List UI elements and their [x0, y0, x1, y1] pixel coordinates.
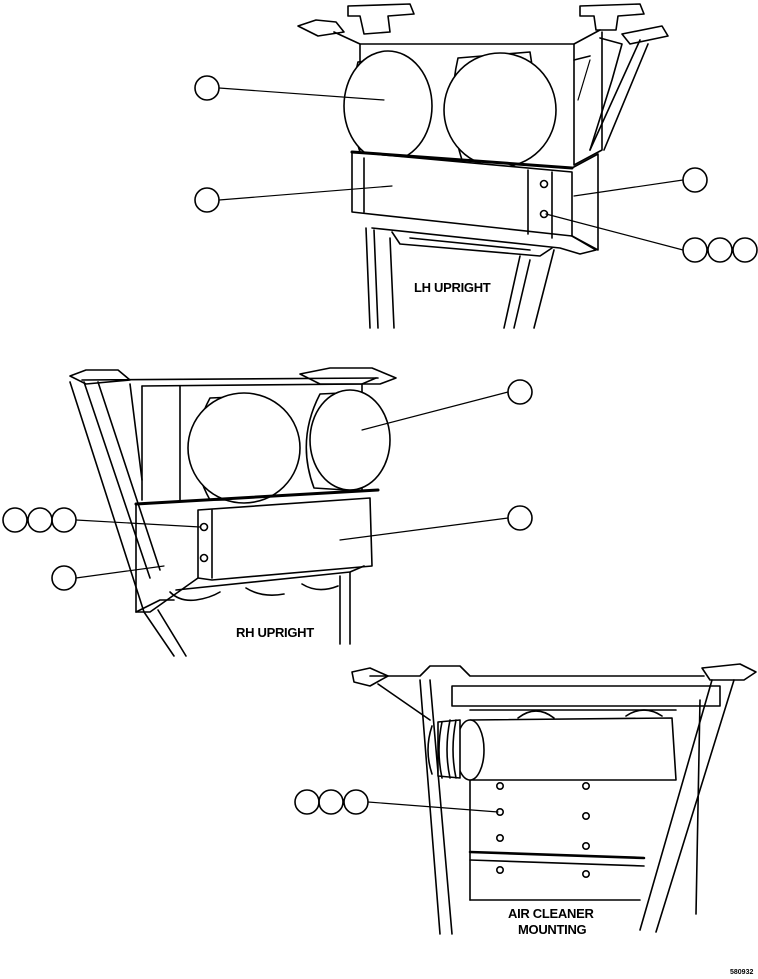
lh-callout-hardware-1	[682, 237, 708, 263]
air-cleaner-caption-line2: MOUNTING	[518, 922, 587, 937]
mount-callout-hardware-2	[318, 789, 344, 815]
mount-callout-hardware-1	[294, 789, 320, 815]
lh-upright-caption: LH UPRIGHT	[414, 280, 491, 295]
rh-bolt-lower	[199, 553, 209, 563]
figure-number: 580932	[730, 969, 753, 976]
rh-callout-bracket	[51, 565, 77, 591]
rh-callout-hardware-3	[51, 507, 77, 533]
lh-bolt-upper	[539, 179, 549, 189]
mounting-holes	[495, 781, 590, 878]
rh-callout-strap	[507, 505, 533, 531]
air-cleaner-caption-line1: AIR CLEANER	[508, 906, 594, 921]
rh-callout-hardware-1	[2, 507, 28, 533]
lh-callout-strap	[194, 187, 220, 213]
rh-callout-filter	[507, 379, 533, 405]
rh-filter-canister-right	[305, 389, 391, 491]
rh-callout-hardware-2	[27, 507, 53, 533]
lh-callout-hardware-3	[732, 237, 758, 263]
lh-upright-view	[194, 3, 758, 329]
lh-callout-hardware-2	[707, 237, 733, 263]
rh-upright-caption: RH UPRIGHT	[236, 625, 314, 640]
rh-filter-canister-left	[187, 392, 301, 504]
mount-filter-canister	[427, 709, 677, 781]
lh-callout-filter	[194, 75, 220, 101]
lh-filter-canister-left	[343, 50, 433, 162]
rh-upright-view	[2, 367, 533, 657]
air-cleaner-mounting-view	[294, 663, 757, 935]
lh-callout-bracket	[682, 167, 708, 193]
mount-callout-hardware-3	[343, 789, 369, 815]
lh-filter-canister-right	[443, 51, 557, 168]
